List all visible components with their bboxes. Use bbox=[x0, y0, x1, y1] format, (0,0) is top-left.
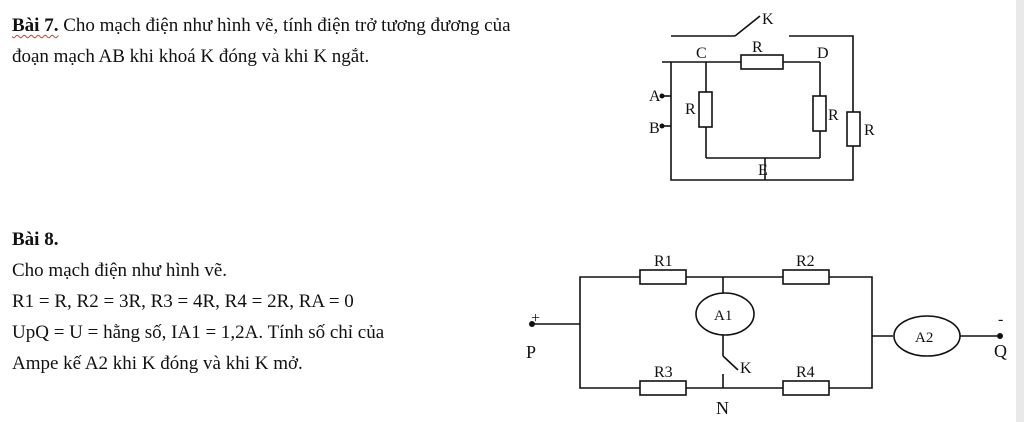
label-r3: R3 bbox=[654, 364, 673, 381]
label-minus: - bbox=[998, 311, 1003, 328]
switch-k bbox=[734, 15, 761, 37]
right-wire bbox=[829, 276, 873, 389]
label-r-left: R bbox=[685, 101, 696, 118]
ammeter-a1 bbox=[695, 292, 755, 336]
label-d: D bbox=[817, 45, 829, 62]
label-c: C bbox=[696, 45, 707, 62]
terminal-b-dot bbox=[659, 123, 665, 129]
label-r-mid: R bbox=[828, 107, 839, 124]
label-e: E bbox=[758, 162, 768, 179]
bottom-wire-left bbox=[579, 324, 640, 389]
label-a: A bbox=[649, 88, 661, 105]
label-r-top: R bbox=[752, 39, 763, 56]
bai8-line3: UpQ = U = hằng số, IA1 = 1,2A. Tính số c… bbox=[12, 322, 385, 343]
top-wire-left bbox=[579, 276, 640, 324]
bai8-line2: R1 = R, R2 = 3R, R3 = 4R, R4 = 2R, RA = … bbox=[12, 291, 354, 312]
bai7-text: Bài 7. Cho mạch điện như hình vẽ, tính đ… bbox=[12, 10, 511, 72]
right-edge-strip bbox=[1016, 0, 1024, 422]
switch-k2 bbox=[722, 355, 739, 371]
label-n: N bbox=[716, 398, 729, 418]
label-p: P bbox=[526, 342, 536, 362]
bai8-title: Bài 8. bbox=[12, 229, 59, 250]
bai8-line1: Cho mạch điện như hình vẽ. bbox=[12, 260, 228, 281]
label-b: B bbox=[649, 120, 660, 137]
bai7-question-line1: Cho mạch điện như hình vẽ, tính điện trở… bbox=[63, 15, 511, 36]
label-r1: R1 bbox=[654, 253, 673, 270]
resistor-mid bbox=[812, 95, 827, 132]
resistor-right bbox=[846, 111, 861, 147]
resistor-r2 bbox=[782, 269, 830, 285]
terminal-a-dot bbox=[659, 93, 665, 99]
label-plus: + bbox=[531, 310, 540, 327]
label-r-right: R bbox=[864, 122, 875, 139]
terminal-q-dot bbox=[997, 333, 1003, 339]
resistor-r4 bbox=[782, 380, 830, 396]
label-r4: R4 bbox=[796, 364, 815, 381]
label-r2: R2 bbox=[796, 253, 815, 270]
resistor-cd bbox=[740, 54, 784, 70]
terminal-p-dot bbox=[529, 321, 535, 327]
outer-wire bbox=[670, 35, 854, 181]
bai8-text: Bài 8. Cho mạch điện như hình vẽ. R1 = R… bbox=[12, 224, 384, 379]
resistor-r3 bbox=[639, 380, 687, 396]
label-a2: A2 bbox=[915, 330, 933, 346]
bai8-line4: Ampe kế A2 khi K đóng và khi K mở. bbox=[12, 353, 303, 374]
bai7-line1: Bài 7. Cho mạch điện như hình vẽ, tính đ… bbox=[12, 10, 511, 41]
label-q: Q bbox=[994, 341, 1007, 361]
resistor-r1 bbox=[639, 269, 687, 285]
bai7-line2: đoạn mạch AB khi khoá K đóng và khi K ng… bbox=[12, 41, 511, 72]
label-k1: K bbox=[762, 11, 774, 28]
label-a1: A1 bbox=[714, 308, 732, 324]
resistor-left bbox=[698, 91, 713, 128]
bai7-title: Bài 7. bbox=[12, 15, 59, 36]
label-k2: K bbox=[740, 360, 752, 377]
bai7-question-line2: đoạn mạch AB khi khoá K đóng và khi K ng… bbox=[12, 46, 370, 67]
